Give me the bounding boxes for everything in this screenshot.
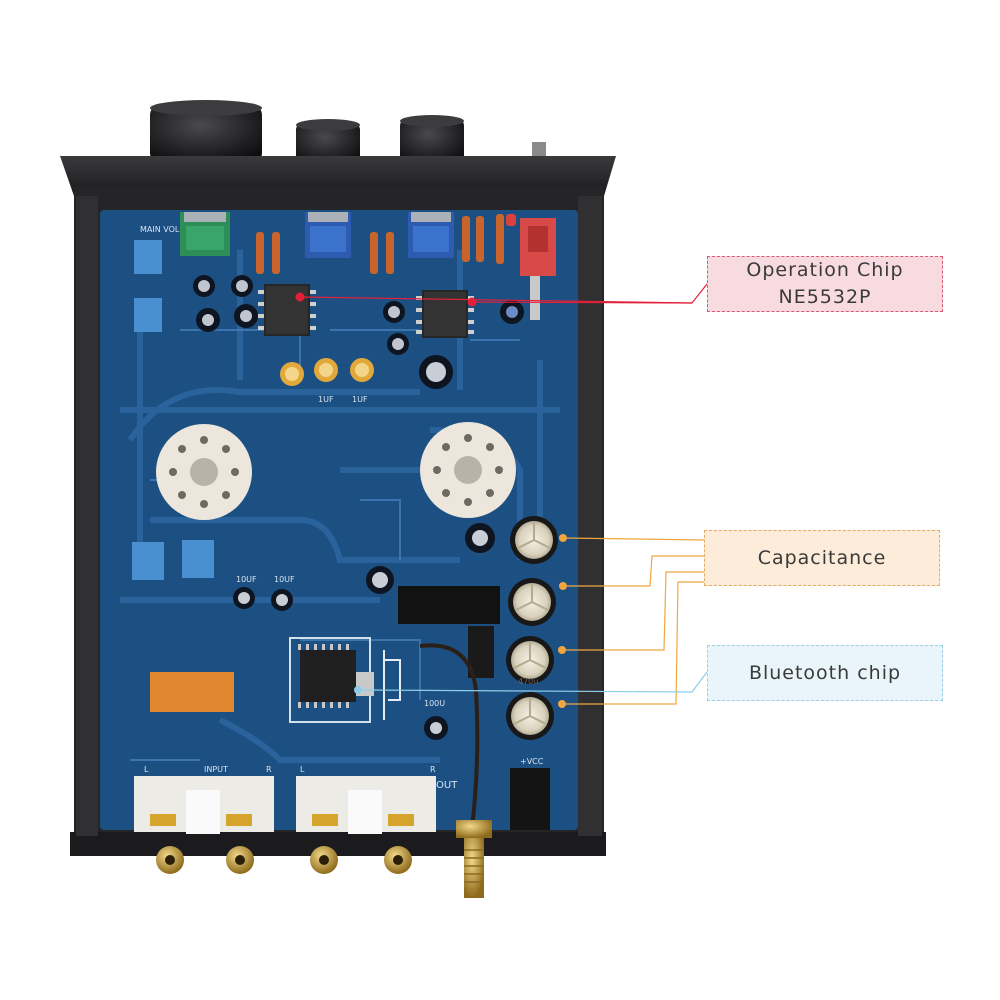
callout-capacitance: Capacitance xyxy=(704,530,940,586)
resistor-group xyxy=(256,214,516,274)
film-capacitors xyxy=(280,358,374,386)
silk-10uf-b: 10UF xyxy=(274,575,295,584)
large-cap-rating: 470u xyxy=(518,677,538,686)
large-capacitor-2 xyxy=(508,578,556,626)
case-bottom-rim xyxy=(70,832,606,856)
regulator-block xyxy=(398,586,500,624)
large-capacitor-1 xyxy=(510,516,558,564)
tube-socket-left xyxy=(156,424,252,520)
silk-out-left: L xyxy=(300,765,305,774)
silk-1uf-a: 1UF xyxy=(318,395,334,404)
silk-100u: 100U xyxy=(424,699,445,708)
silk-input-right: R xyxy=(266,765,272,774)
silk-10uf-a: 10UF xyxy=(236,575,257,584)
relay xyxy=(150,672,234,712)
silk-out: OUT xyxy=(436,780,458,791)
op-amp-chip-right xyxy=(416,290,474,338)
chip-marker-left xyxy=(295,292,305,302)
knob-main-volume xyxy=(150,100,262,163)
silk-1uf-b: 1UF xyxy=(352,395,368,404)
pot-main-volume xyxy=(180,212,230,256)
large-capacitor-4 xyxy=(506,692,554,740)
rca-jacks xyxy=(156,846,412,874)
callout-bluetooth-label: Bluetooth chip xyxy=(748,661,902,684)
pcb-traces xyxy=(120,250,560,763)
antenna-sma-connector xyxy=(456,820,492,898)
box-capacitors xyxy=(132,240,214,580)
dc-power-jack xyxy=(510,768,550,830)
silk-vcc: +VCC xyxy=(520,757,544,766)
pot-treble xyxy=(408,212,454,258)
silk-main-vol: MAIN VOL xyxy=(140,225,180,234)
small-capacitors xyxy=(193,275,524,740)
silk-input: INPUT xyxy=(204,765,228,774)
bluetooth-leader-line xyxy=(357,671,708,693)
chip-leader-lines xyxy=(299,283,708,304)
case-left-rail xyxy=(76,196,98,836)
tube-socket-right xyxy=(420,422,516,518)
silk-out-right: R xyxy=(430,765,436,774)
capacitance-markers xyxy=(558,534,567,708)
capacitance-leader-lines xyxy=(562,537,705,705)
callout-bluetooth-chip: Bluetooth chip xyxy=(707,645,943,701)
large-capacitor-3: 470u xyxy=(506,636,554,686)
bluetooth-module xyxy=(289,637,401,723)
case-right-rail xyxy=(578,196,602,836)
callout-chip-line1: Operation Chip xyxy=(746,259,904,281)
callout-chip-line2: NE5532P xyxy=(778,286,872,308)
silk-input-left: L xyxy=(144,765,149,774)
toggle-switch xyxy=(520,218,556,320)
chip-marker-right xyxy=(467,297,477,307)
bluetooth-marker xyxy=(354,686,362,694)
output-jack-block xyxy=(296,776,436,834)
knob-bass xyxy=(296,119,360,164)
callout-operation-chip: Operation Chip NE5532P xyxy=(707,256,943,312)
op-amp-chip-left xyxy=(258,284,316,336)
pot-bass xyxy=(305,212,351,258)
knob-treble xyxy=(400,115,464,164)
input-jack-block xyxy=(134,776,274,834)
callout-capacitance-label: Capacitance xyxy=(757,546,887,569)
